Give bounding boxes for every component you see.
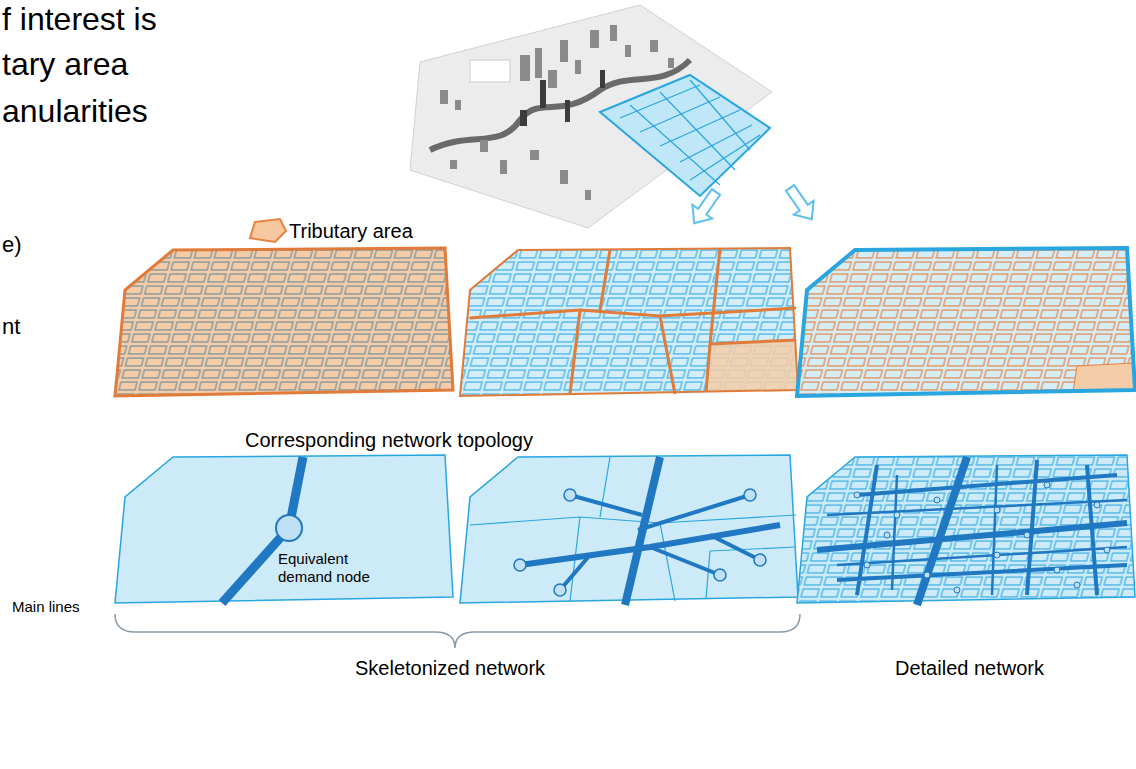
callout-label: Equivalent demand node — [278, 550, 378, 586]
tributary-map — [460, 248, 798, 396]
slide-text: nt — [2, 314, 20, 340]
section-heading: Corresponding network topology — [245, 428, 533, 452]
network-map — [115, 455, 453, 603]
demand-node — [276, 515, 302, 541]
slide-text: f interest is — [2, 0, 157, 38]
slide-text: e) — [2, 232, 22, 258]
tributary-map — [797, 248, 1135, 396]
group-label: Detailed network — [895, 656, 1044, 680]
slide-text: anularities — [2, 92, 148, 130]
callout-label: Main lines — [12, 598, 80, 616]
group-label: Skeletonized network — [355, 656, 545, 680]
legend-swatch — [250, 219, 286, 242]
network-map — [460, 455, 798, 605]
network-map — [797, 455, 1135, 605]
zoom-arrow — [684, 181, 821, 230]
tributary-map — [115, 248, 453, 396]
slide-text: tary area — [2, 45, 128, 83]
legend-text: Tributary area — [289, 219, 413, 243]
group-brace — [115, 614, 800, 648]
